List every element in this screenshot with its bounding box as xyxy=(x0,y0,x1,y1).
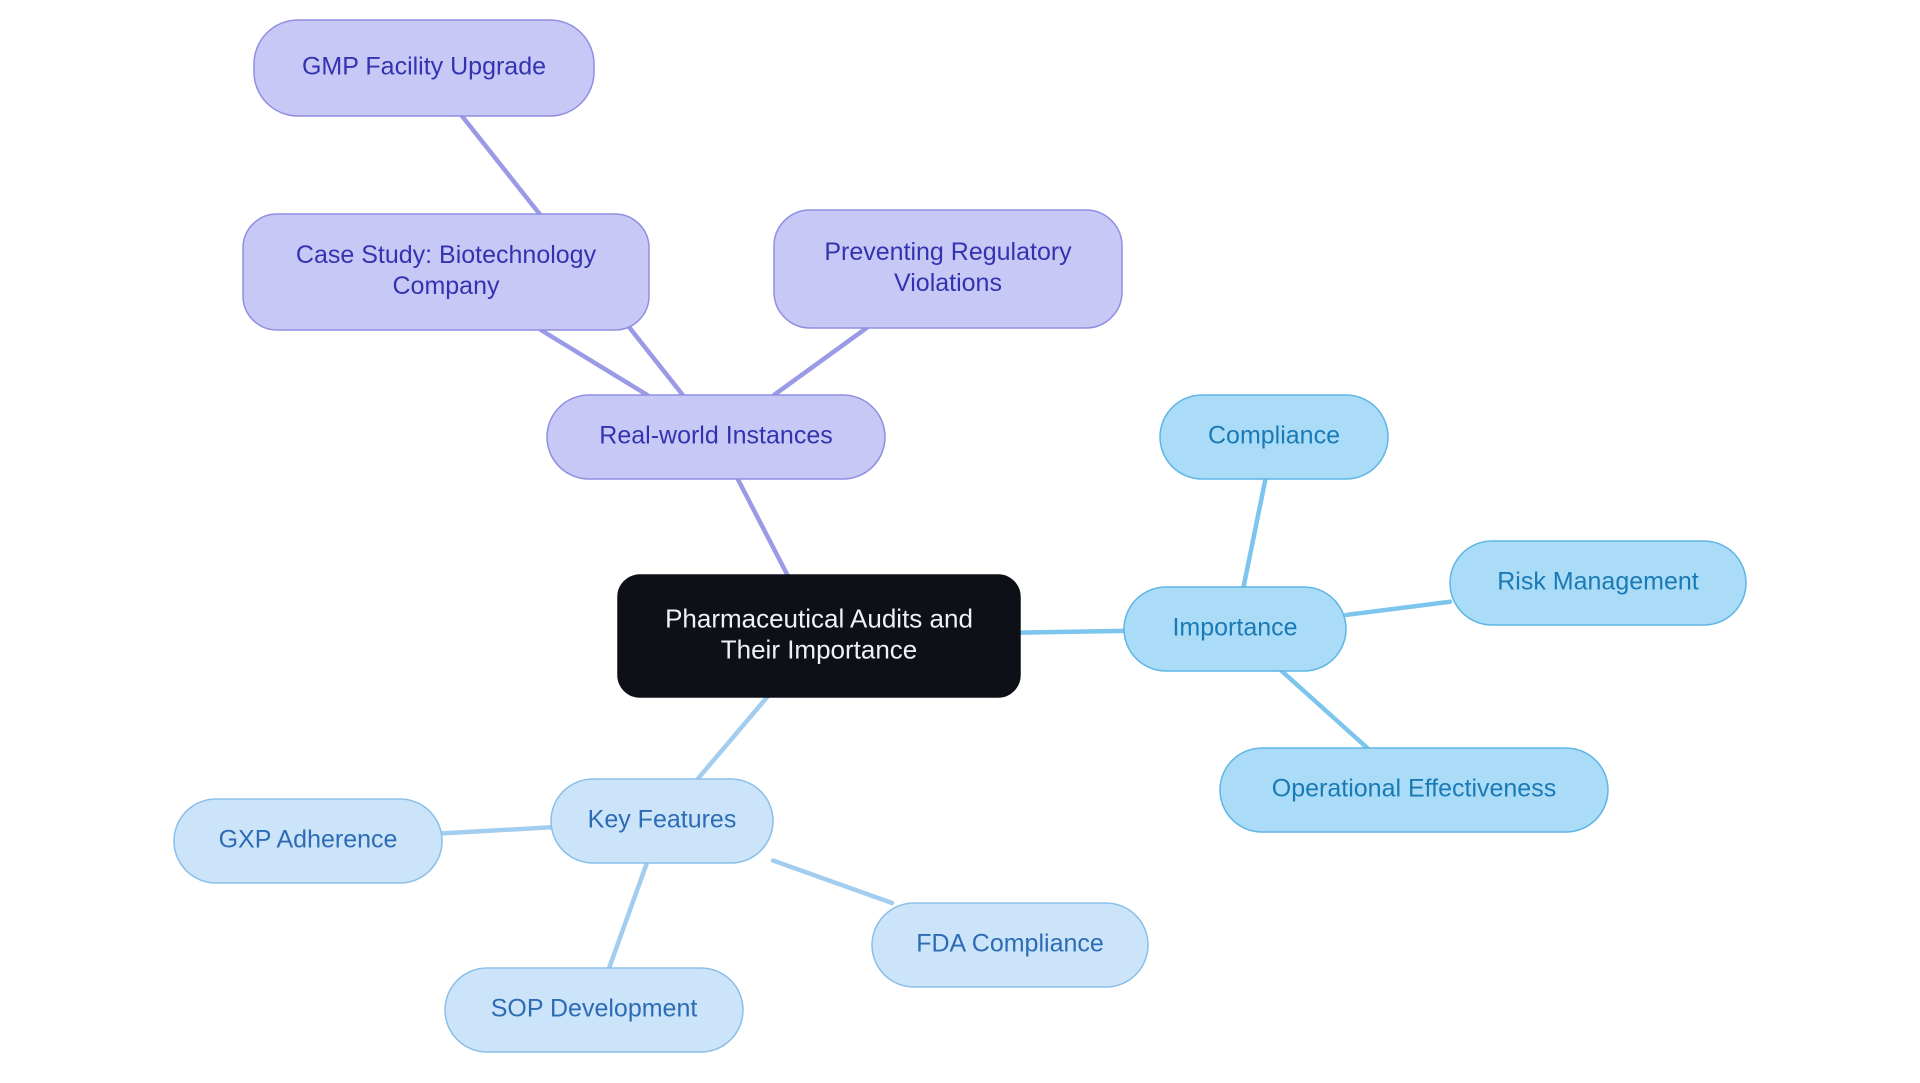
node-label-case-study-biotechnology-company: Company xyxy=(393,272,500,300)
node-label-preventing-regulatory-violations: Preventing Regulatory xyxy=(824,238,1072,266)
node-shape-root[interactable] xyxy=(617,574,1021,698)
node-shape-sop-development[interactable] xyxy=(444,967,744,1053)
node-label-gmp-facility-upgrade: GMP Facility Upgrade xyxy=(302,53,546,81)
mindmap-edge xyxy=(770,858,895,906)
mindmap-edge xyxy=(1017,628,1127,635)
mindmap-node-sop-development[interactable]: SOP Development xyxy=(444,967,744,1053)
node-shape-preventing-regulatory-violations[interactable] xyxy=(773,209,1123,329)
node-label-compliance: Compliance xyxy=(1208,422,1340,450)
mindmap-node-risk-management[interactable]: Risk Management xyxy=(1449,540,1747,626)
node-shape-risk-management[interactable] xyxy=(1449,540,1747,626)
node-label-real-world-instances: Real-world Instances xyxy=(599,422,832,450)
mindmap-edge xyxy=(1343,599,1453,618)
node-shape-gxp-adherence[interactable] xyxy=(173,798,443,884)
mindmap-edge xyxy=(695,694,770,782)
node-label-sop-development: SOP Development xyxy=(491,995,698,1023)
mindmap-edge xyxy=(1241,476,1268,590)
node-label-key-features: Key Features xyxy=(588,806,737,834)
mindmap-edge xyxy=(538,327,650,398)
node-label-fda-compliance: FDA Compliance xyxy=(916,930,1104,958)
mindmap-node-gxp-adherence[interactable]: GXP Adherence xyxy=(173,798,443,884)
mindmap-node-key-features[interactable]: Key Features xyxy=(550,778,774,864)
node-shape-key-features[interactable] xyxy=(550,778,774,864)
node-label-operational-effectiveness: Operational Effectiveness xyxy=(1272,775,1556,803)
node-label-importance: Importance xyxy=(1172,614,1297,642)
node-shape-real-world-instances[interactable] xyxy=(546,394,886,480)
node-shape-operational-effectiveness[interactable] xyxy=(1219,747,1609,833)
mindmap-edge xyxy=(1279,668,1370,751)
mindmap-edge xyxy=(439,825,554,836)
node-label-preventing-regulatory-violations: Violations xyxy=(894,269,1002,297)
mindmap-node-gmp-facility-upgrade[interactable]: GMP Facility Upgrade xyxy=(253,19,595,117)
node-label-gxp-adherence: GXP Adherence xyxy=(219,826,398,854)
node-label-case-study-biotechnology-company: Case Study: Biotechnology xyxy=(296,241,597,269)
node-label-root: Pharmaceutical Audits and xyxy=(665,603,973,633)
mindmap-edge xyxy=(771,325,869,398)
edges-layer xyxy=(439,113,1453,971)
mindmap-edge xyxy=(735,476,790,578)
node-label-root: Their Importance xyxy=(721,634,918,664)
node-shape-importance[interactable] xyxy=(1123,586,1347,672)
mindmap-node-compliance[interactable]: Compliance xyxy=(1159,394,1389,480)
mindmap-node-real-world-instances[interactable]: Real-world Instances xyxy=(546,394,886,480)
mindmap-node-fda-compliance[interactable]: FDA Compliance xyxy=(871,902,1149,988)
mindmap-edge xyxy=(606,860,650,971)
mindmap-node-importance[interactable]: Importance xyxy=(1123,586,1347,672)
node-shape-compliance[interactable] xyxy=(1159,394,1389,480)
node-label-risk-management: Risk Management xyxy=(1497,568,1699,596)
mindmap-node-operational-effectiveness[interactable]: Operational Effectiveness xyxy=(1219,747,1609,833)
node-shape-gmp-facility-upgrade[interactable] xyxy=(253,19,595,117)
node-shape-case-study-biotechnology-company[interactable] xyxy=(242,213,650,331)
node-shape-fda-compliance[interactable] xyxy=(871,902,1149,988)
